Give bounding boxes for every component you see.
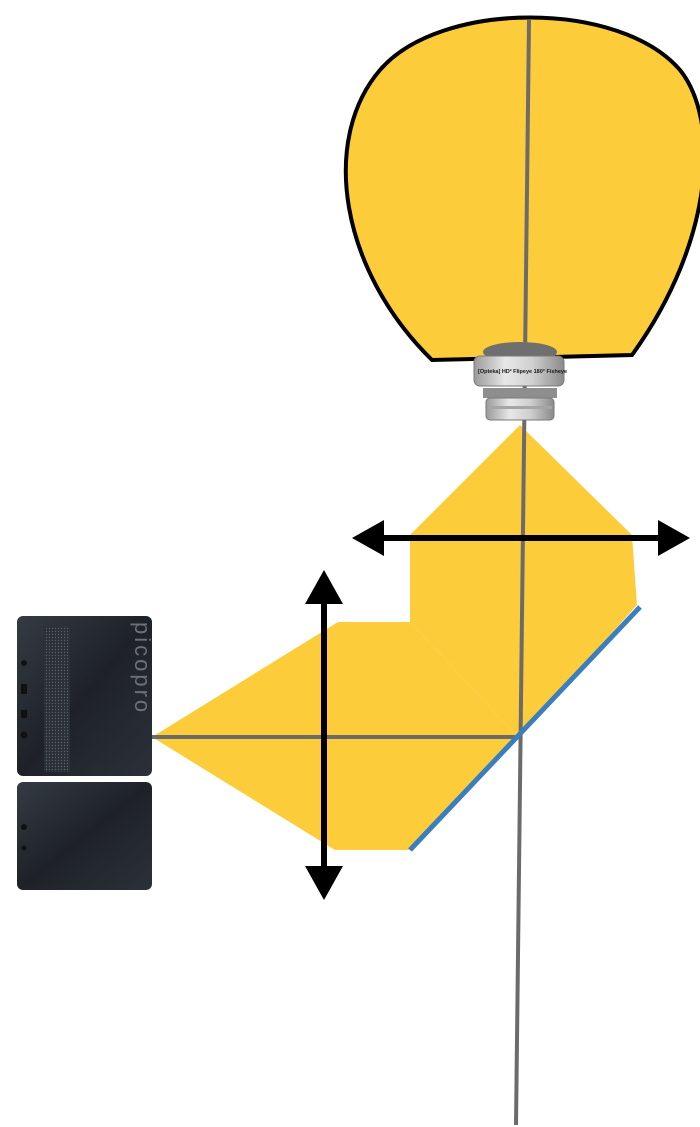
projector-icon: picopro bbox=[17, 616, 155, 890]
projector-brand: picopro bbox=[130, 622, 155, 715]
vertical-adjust-arrow bbox=[305, 570, 343, 900]
mirror-line bbox=[408, 605, 642, 852]
lens-label: [Opteka] HD² Flipeye 180° Fisheye bbox=[478, 368, 567, 375]
dome-screen bbox=[343, 15, 700, 363]
horizontal-adjust-arrow bbox=[352, 520, 690, 556]
vertical-optical-axis bbox=[514, 19, 531, 1126]
fisheye-lens-icon: [Opteka] HD² Flipeye 180° Fisheye bbox=[473, 342, 567, 421]
